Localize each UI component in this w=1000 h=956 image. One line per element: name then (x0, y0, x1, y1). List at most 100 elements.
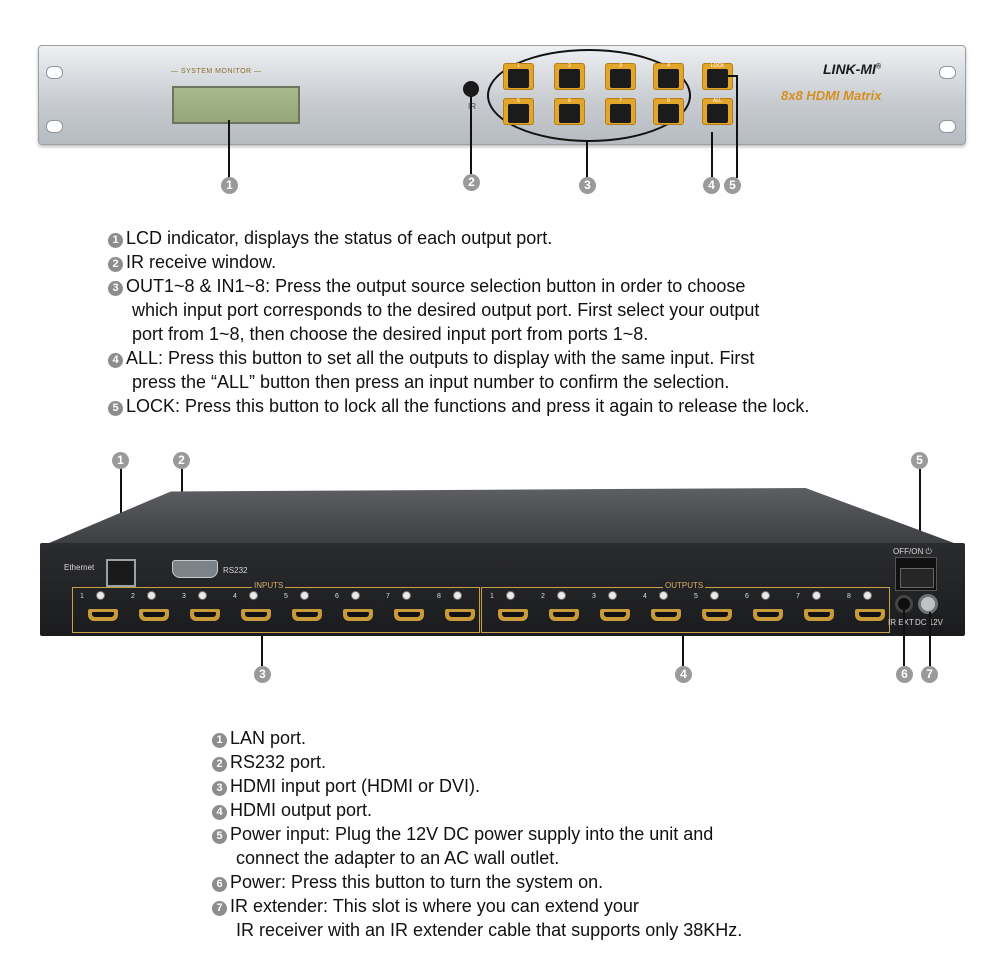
lcd-display (172, 86, 300, 124)
input-status-led (300, 591, 309, 600)
rack-ear-hole (939, 120, 956, 133)
callout-line (470, 96, 472, 174)
output-button-1[interactable]: 1 (503, 63, 534, 90)
callout-badge-4: 4 (703, 177, 720, 194)
number-badge: 3 (212, 781, 227, 796)
input-port-number: 5 (284, 593, 288, 600)
input-status-led (453, 591, 462, 600)
callout-badge-4: 4 (675, 666, 692, 683)
input-port-number: 1 (80, 593, 84, 600)
output-button-5[interactable]: 5 (503, 98, 534, 125)
inputs-label: INPUTS (252, 581, 286, 590)
rack-ear-hole (46, 66, 63, 79)
ir-ext-label: IR EXT (888, 618, 914, 627)
number-badge: 2 (212, 757, 227, 772)
output-hdmi-port-1[interactable] (498, 609, 528, 621)
callout-badge-5: 5 (724, 177, 741, 194)
callout-badge-6: 6 (896, 666, 913, 683)
callout-badge-2: 2 (173, 452, 190, 469)
output-port-number: 4 (643, 593, 647, 600)
callout-badge-1: 1 (221, 177, 238, 194)
power-switch[interactable] (895, 557, 937, 591)
output-status-led (812, 591, 821, 600)
number-badge: 4 (212, 805, 227, 820)
rear-chassis-top (42, 488, 962, 546)
output-port-number: 6 (745, 593, 749, 600)
input-hdmi-port-2[interactable] (139, 609, 169, 621)
output-button-4[interactable]: 4 (653, 63, 684, 90)
input-status-led (351, 591, 360, 600)
rack-ear-hole (46, 120, 63, 133)
input-status-led (147, 591, 156, 600)
input-hdmi-port-6[interactable] (343, 609, 373, 621)
callout-line (728, 75, 738, 77)
input-hdmi-port-5[interactable] (292, 609, 322, 621)
output-port-number: 5 (694, 593, 698, 600)
output-port-number: 8 (847, 593, 851, 600)
number-badge: 4 (108, 353, 123, 368)
lock-button[interactable]: LOCK (702, 63, 733, 90)
output-port-number: 1 (490, 593, 494, 600)
output-hdmi-port-3[interactable] (600, 609, 630, 621)
output-button-7[interactable]: 7 (605, 98, 636, 125)
all-button[interactable]: ALL (702, 98, 733, 125)
input-port-number: 4 (233, 593, 237, 600)
input-status-led (249, 591, 258, 600)
number-badge: 1 (108, 233, 123, 248)
number-badge: 5 (212, 829, 227, 844)
output-port-number: 7 (796, 593, 800, 600)
callout-badge-5: 5 (911, 452, 928, 469)
ir-receiver-window (463, 81, 479, 97)
input-hdmi-port-1[interactable] (88, 609, 118, 621)
output-button-2[interactable]: 2 (554, 63, 585, 90)
output-hdmi-port-5[interactable] (702, 609, 732, 621)
input-status-led (402, 591, 411, 600)
callout-line (261, 636, 263, 666)
callout-line (929, 612, 931, 666)
input-port-number: 3 (182, 593, 186, 600)
input-port-number: 2 (131, 593, 135, 600)
dc-power-jack[interactable] (918, 594, 938, 614)
output-status-led (710, 591, 719, 600)
input-hdmi-port-7[interactable] (394, 609, 424, 621)
power-switch-label: OFF/ON ⏻ (893, 547, 932, 556)
callout-badge-3: 3 (254, 666, 271, 683)
output-button-8[interactable]: 8 (653, 98, 684, 125)
buttons-highlight-oval (487, 49, 691, 142)
output-status-led (608, 591, 617, 600)
outputs-label: OUTPUTS (663, 581, 706, 590)
number-badge: 7 (212, 901, 227, 916)
output-hdmi-port-4[interactable] (651, 609, 681, 621)
output-port-number: 3 (592, 593, 596, 600)
output-hdmi-port-8[interactable] (855, 609, 885, 621)
output-hdmi-port-7[interactable] (804, 609, 834, 621)
output-button-3[interactable]: 3 (605, 63, 636, 90)
input-hdmi-port-8[interactable] (445, 609, 475, 621)
rs232-label: RS232 (223, 566, 248, 575)
ethernet-port[interactable] (106, 559, 136, 587)
rs232-port[interactable] (172, 560, 218, 578)
number-badge: 3 (108, 281, 123, 296)
callout-line (682, 636, 684, 666)
output-status-led (761, 591, 770, 600)
input-hdmi-port-4[interactable] (241, 609, 271, 621)
callout-badge-3: 3 (579, 177, 596, 194)
output-hdmi-port-6[interactable] (753, 609, 783, 621)
input-hdmi-port-3[interactable] (190, 609, 220, 621)
output-button-6[interactable]: 6 (554, 98, 585, 125)
output-hdmi-port-2[interactable] (549, 609, 579, 621)
callout-line (903, 604, 905, 666)
number-badge: 6 (212, 877, 227, 892)
callout-line (586, 140, 588, 178)
